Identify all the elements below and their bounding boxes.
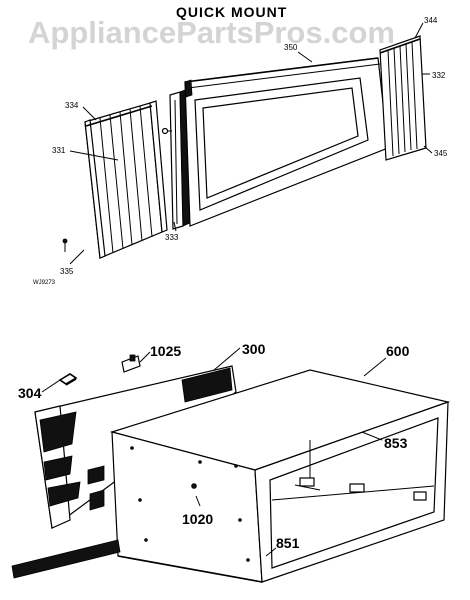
- callout-333: 333: [165, 233, 179, 242]
- callout-332: 332: [432, 71, 446, 80]
- callout-1025: 1025: [150, 343, 181, 359]
- outer-cabinet: [109, 369, 451, 583]
- right-side-curtain: [379, 35, 427, 161]
- callout-345: 345: [434, 149, 448, 158]
- bottom-gasket-strip: [11, 539, 121, 579]
- callout-350: 350: [284, 43, 298, 52]
- callout-1020: 1020: [182, 511, 213, 527]
- callout-304: 304: [18, 385, 42, 401]
- callout-300: 300: [242, 341, 266, 357]
- window-sash: [184, 57, 389, 227]
- callout-331: 331: [52, 146, 66, 155]
- watermark: AppliancePartsPros.com: [28, 15, 395, 50]
- callout-600: 600: [386, 343, 410, 359]
- screw-icon: [62, 238, 68, 252]
- callout-344: 344: [424, 16, 438, 25]
- callout-334: 334: [65, 101, 79, 110]
- left-side-curtain: [84, 100, 168, 259]
- bracket-1025-icon: [121, 354, 141, 373]
- rail-screw-icon: [161, 127, 172, 135]
- drawing-code: WJ9273: [33, 280, 56, 286]
- callout-853: 853: [384, 435, 408, 451]
- callout-335: 335: [60, 267, 74, 276]
- clip-304-icon: [58, 373, 78, 386]
- diagram-title: QUICK MOUNT: [176, 4, 287, 20]
- callout-851: 851: [276, 535, 300, 551]
